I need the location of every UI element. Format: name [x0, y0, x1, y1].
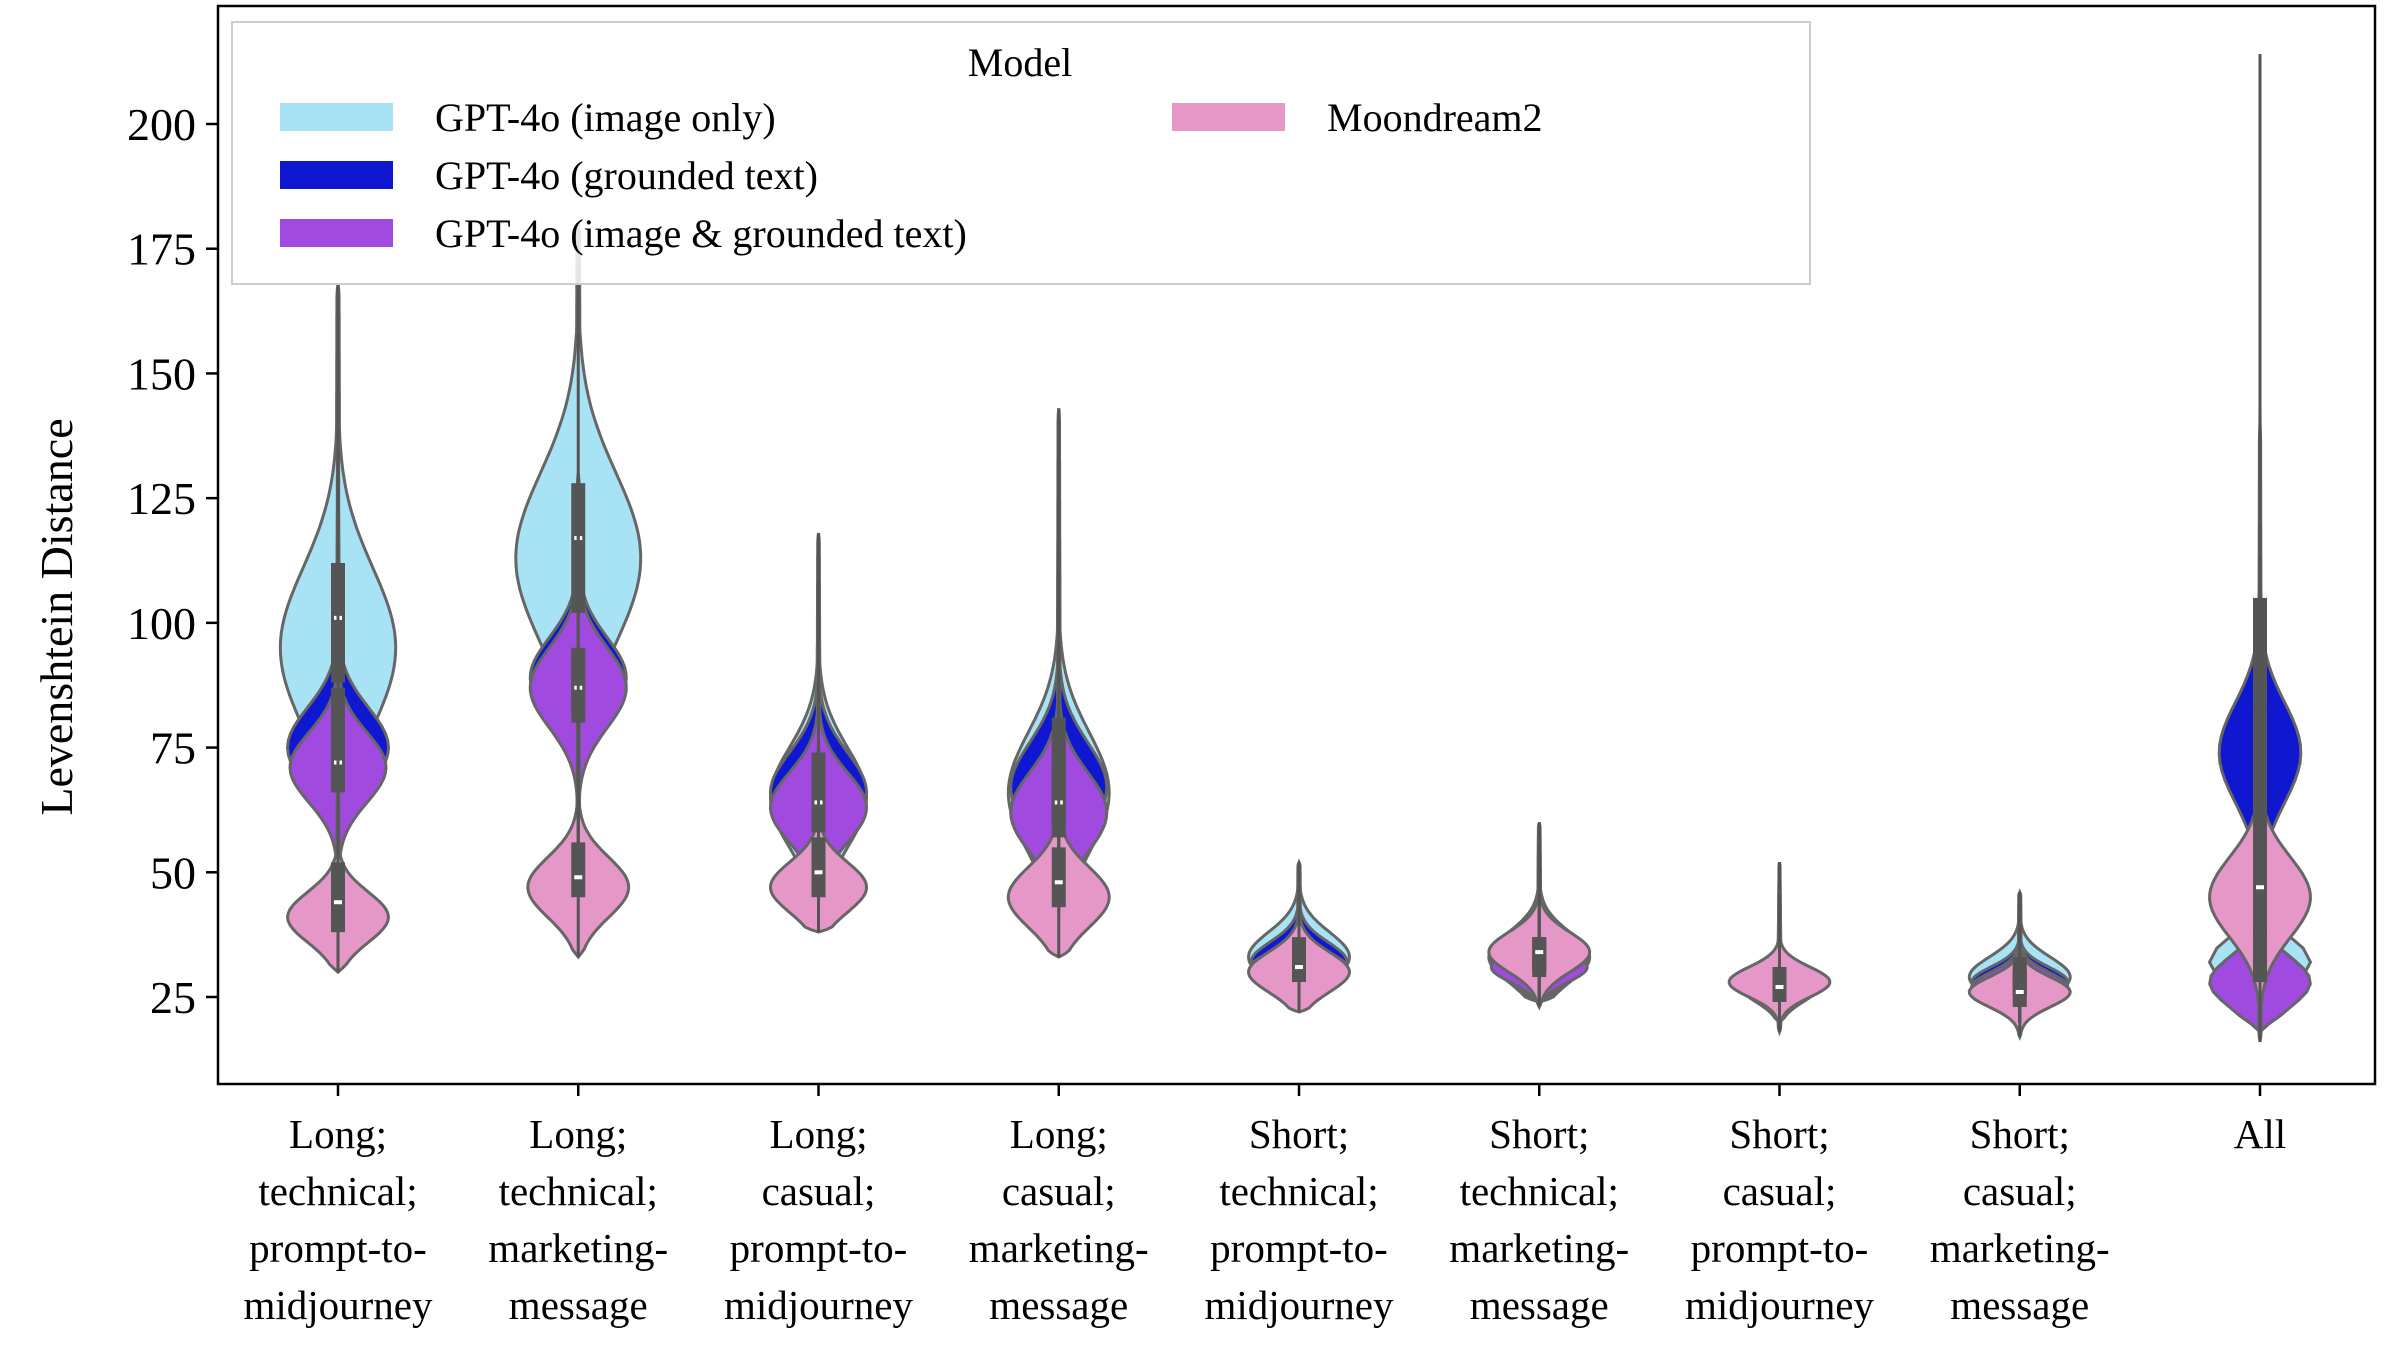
- x-tick-label-4: Long;casual;marketing-message: [969, 1111, 1149, 1328]
- y-tick-label-5: 125: [127, 473, 196, 524]
- y-axis-label: Levenshtein Distance: [31, 418, 82, 815]
- median-marker-4-8: [2015, 990, 2024, 995]
- median-marker-4-2: [574, 875, 583, 880]
- median-marker-4-1: [334, 900, 342, 905]
- legend-items: GPT-4o (image only) GPT-4o (grounded text…: [280, 95, 1543, 256]
- x-axis: Long;technical;prompt-to-midjourney Long;…: [243, 1084, 2286, 1328]
- x-tick-label-1: Long;technical;prompt-to-midjourney: [243, 1111, 433, 1328]
- median-marker-4-5: [1295, 965, 1303, 970]
- legend-label-4: Moondream2: [1327, 95, 1543, 140]
- violin-layer: [278, 54, 2313, 1043]
- legend-swatch-3: [280, 219, 393, 247]
- plot-frame: [216, 4, 2377, 1086]
- y-tick-label-1: 25: [150, 972, 196, 1023]
- legend: Model GPT-4o (image only) GPT-4o (grounde…: [231, 21, 1811, 285]
- y-axis: 25 50 75 100 125 150 175 200: [127, 99, 218, 1023]
- legend-title: Model: [968, 40, 1072, 85]
- median-marker-4-3: [814, 870, 823, 875]
- legend-label-2: GPT-4o (grounded text): [435, 153, 818, 198]
- iqr-box-4-7: [1772, 967, 1787, 1002]
- x-tick-label-8: Short;casual;marketing-message: [1930, 1111, 2110, 1328]
- iqr-box-4-2: [571, 842, 586, 898]
- y-tick-label-4: 100: [127, 598, 196, 649]
- median-marker-4-4: [1054, 880, 1063, 885]
- iqr-box-4-1: [331, 862, 345, 933]
- y-tick-label-3: 75: [150, 723, 196, 774]
- iqr-box-4-3: [811, 837, 826, 898]
- x-tick-label-2: Long;technical;marketing-message: [488, 1111, 668, 1328]
- y-tick-label-7: 175: [127, 224, 196, 275]
- legend-label-3: GPT-4o (image & grounded text): [435, 211, 967, 256]
- x-tick-label-6: Short;technical;marketing-message: [1449, 1111, 1629, 1328]
- iqr-box-4-8: [2012, 972, 2027, 1007]
- legend-swatch-4: [1172, 103, 1285, 131]
- iqr-box-4-4: [1051, 847, 1066, 908]
- median-marker-4-6: [1535, 950, 1544, 955]
- y-tick-label-8: 200: [127, 99, 196, 150]
- y-tick-label-6: 150: [127, 348, 196, 399]
- x-tick-label-5: Short;technical;prompt-to-midjourney: [1204, 1111, 1394, 1328]
- legend-box: [231, 21, 1811, 285]
- legend-label-1: GPT-4o (image only): [435, 95, 776, 140]
- y-tick-label-2: 50: [150, 847, 196, 898]
- x-tick-label-3: Long;casual;prompt-to-midjourney: [724, 1111, 914, 1328]
- legend-swatch-2: [280, 161, 393, 189]
- x-tick-label-9: All: [2234, 1111, 2286, 1157]
- iqr-box-4-5: [1292, 947, 1306, 983]
- median-marker-4-9: [2256, 885, 2264, 890]
- median-marker-4-7: [1775, 985, 1784, 990]
- x-tick-label-7: Short;casual;prompt-to-midjourney: [1685, 1111, 1875, 1328]
- legend-swatch-1: [280, 103, 393, 131]
